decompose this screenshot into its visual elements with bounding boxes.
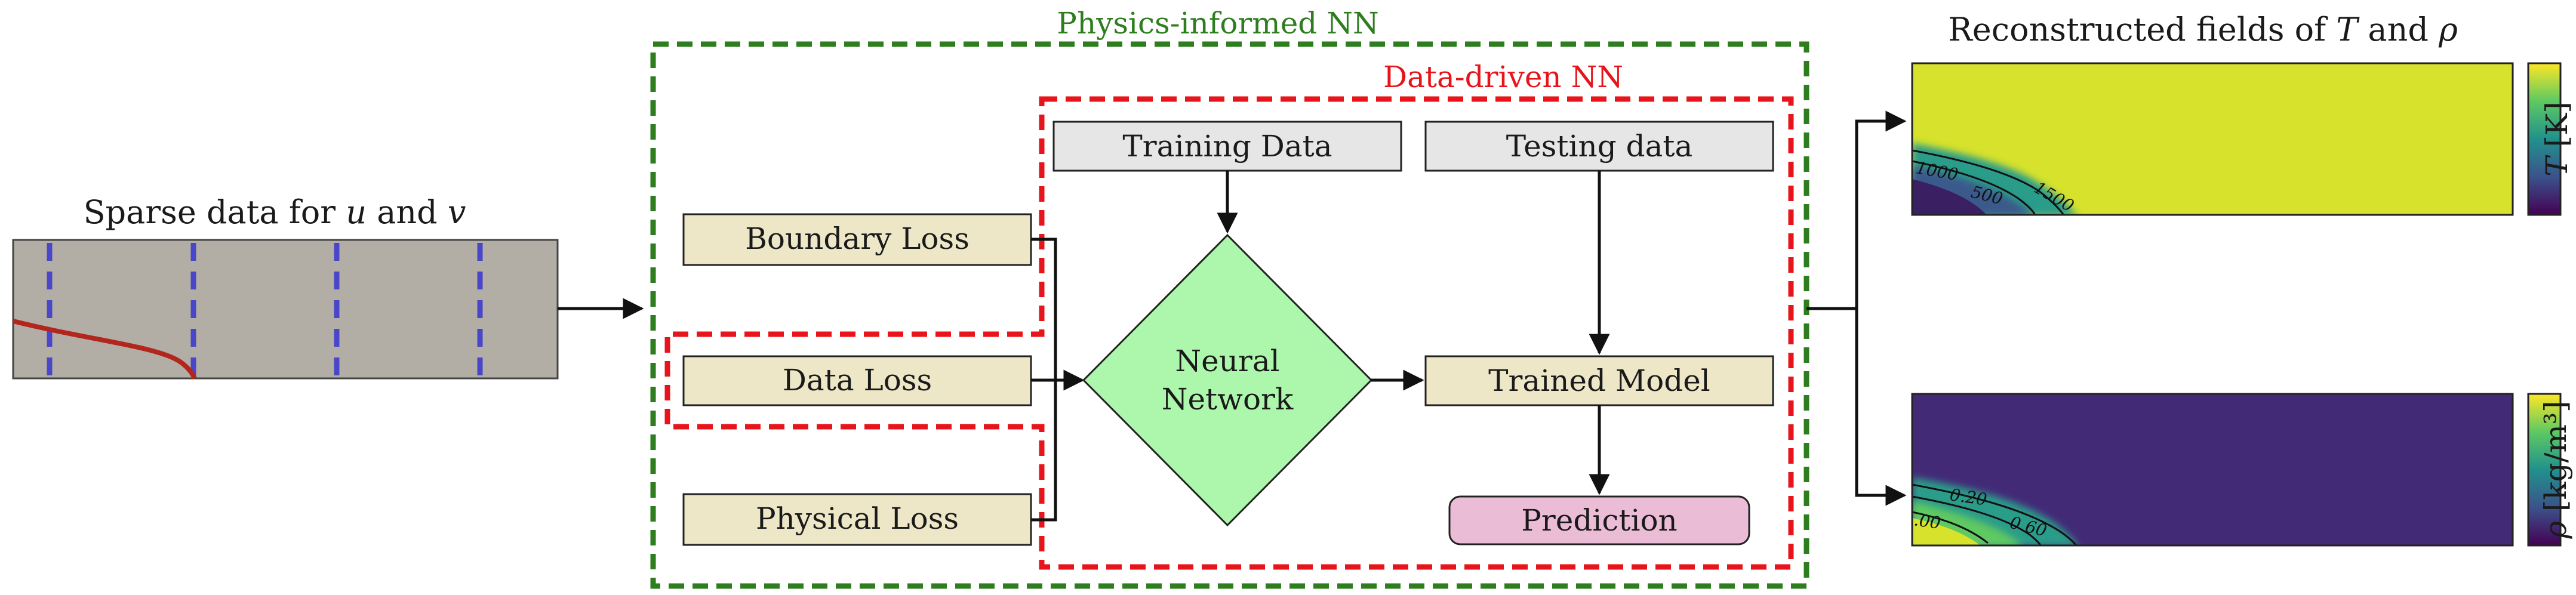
neural-network-node: Neural Network — [1082, 233, 1373, 527]
testing-data-box: Testing data — [1424, 121, 1774, 172]
t-colorbar — [2527, 62, 2562, 216]
trained-model-label: Trained Model — [1488, 363, 1710, 398]
input-panel: Sparse data for u and v — [12, 193, 559, 380]
data-loss-label: Data Loss — [783, 363, 932, 397]
boundary-loss-connector — [1031, 238, 1057, 380]
physical-loss-box: Physical Loss — [682, 493, 1032, 546]
interface-curve — [13, 319, 197, 380]
boundary-loss-box: Boundary Loss — [682, 213, 1032, 266]
sparse-data-domain — [12, 239, 559, 380]
rho-colorbar — [2527, 393, 2562, 547]
input-title: Sparse data for u and v — [84, 193, 466, 231]
boundary-loss-label: Boundary Loss — [745, 221, 970, 256]
physical-loss-label: Physical Loss — [756, 501, 959, 536]
training-data-label: Training Data — [1122, 129, 1332, 164]
output-title: Reconstructed fields of T and ρ — [1948, 11, 2458, 48]
data-loss-box: Data Loss — [682, 355, 1032, 406]
trained-model-box: Trained Model — [1424, 355, 1774, 406]
rho-colorbar-label: ρ [kg/m³] — [2538, 401, 2573, 539]
physical-loss-connector — [1031, 380, 1057, 522]
neural-network-label-line1: Neural — [1175, 344, 1279, 378]
neural-network-label-line2: Network — [1162, 382, 1294, 417]
prediction-label: Prediction — [1521, 503, 1678, 538]
prediction-box: Prediction — [1448, 495, 1750, 545]
arrow-to-t-field — [1855, 110, 1907, 309]
data-driven-frame — [664, 96, 1794, 570]
pinn-frame — [650, 41, 1809, 589]
testing-data-label: Testing data — [1506, 129, 1693, 164]
training-data-box: Training Data — [1052, 121, 1402, 172]
t-colorbar-label: T [K] — [2540, 101, 2574, 177]
data-driven-frame-label: Data-driven NN — [1383, 60, 1623, 94]
density-field-plot: 0.20 0.60 .00 — [1911, 393, 2514, 547]
temperature-field-plot: 1000 500 1500 — [1911, 62, 2514, 216]
pinn-frame-label: Physics-informed NN — [1057, 6, 1378, 41]
arrow-to-rho-field — [1855, 309, 1907, 506]
rho-contour-label-3: .00 — [1913, 510, 1942, 533]
